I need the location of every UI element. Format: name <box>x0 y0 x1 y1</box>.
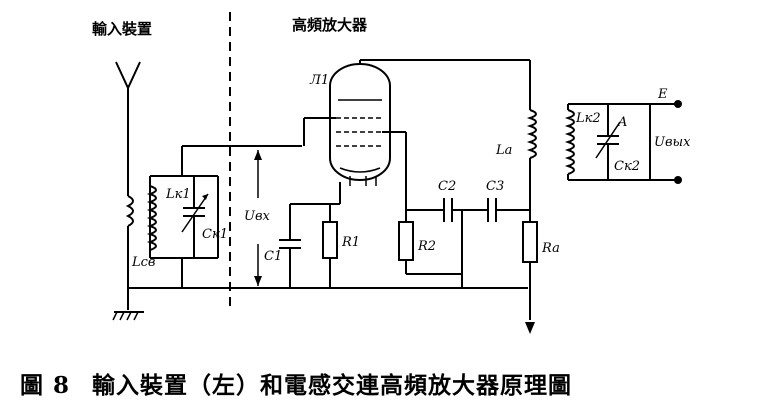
resistor-r1 <box>322 204 338 288</box>
ground-symbol <box>112 311 144 321</box>
section-title-input: 輸入裝置 <box>92 20 152 38</box>
figure-caption: 圖 8 輸入裝置（左）和電感交連高頻放大器原理圖 <box>20 366 760 400</box>
section-title-amplifier: 高頻放大器 <box>292 16 368 34</box>
coupling-coil-lsv <box>125 195 134 310</box>
capacitor-c2 <box>443 198 453 222</box>
label-r2: R2 <box>417 239 436 254</box>
label-lk1: Lк1 <box>165 187 191 202</box>
vacuum-tube <box>303 60 406 186</box>
anode-coil-la <box>526 109 537 222</box>
label-u-out: Uвых <box>654 135 691 150</box>
output-tank-circuit <box>564 100 682 184</box>
capacitor-c3 <box>487 198 497 222</box>
label-tube: Л1 <box>309 73 329 88</box>
label-c2: C2 <box>438 179 456 194</box>
input-tank-circuit <box>146 175 219 259</box>
circuit-diagram: 輸入裝置 高頻放大器 Lсв Lк1 Cк1 <box>92 12 691 334</box>
label-c3: C3 <box>486 179 504 194</box>
label-a: A <box>617 115 627 130</box>
figure-number: 圖 8 <box>20 372 71 399</box>
figure-caption-text: 輸入裝置（左）和電感交連高頻放大器原理圖 <box>92 372 573 399</box>
label-e: E <box>657 87 668 102</box>
capacitor-c1 <box>279 204 301 288</box>
u-in-indicator <box>254 150 262 286</box>
label-ck2: Cк2 <box>614 159 640 174</box>
label-r1: R1 <box>341 235 360 250</box>
label-lk2: Lк2 <box>575 111 601 126</box>
resistor-ra <box>522 221 538 320</box>
supply-arrow <box>525 322 535 334</box>
label-ra: Ra <box>541 241 560 256</box>
antenna-symbol <box>115 61 141 196</box>
label-la: La <box>495 143 512 158</box>
label-ck1: Cк1 <box>202 227 228 242</box>
label-c1: C1 <box>264 249 282 264</box>
label-u-in: Uвх <box>244 209 271 224</box>
label-lsv: Lсв <box>131 255 155 270</box>
resistor-r2 <box>398 221 463 288</box>
